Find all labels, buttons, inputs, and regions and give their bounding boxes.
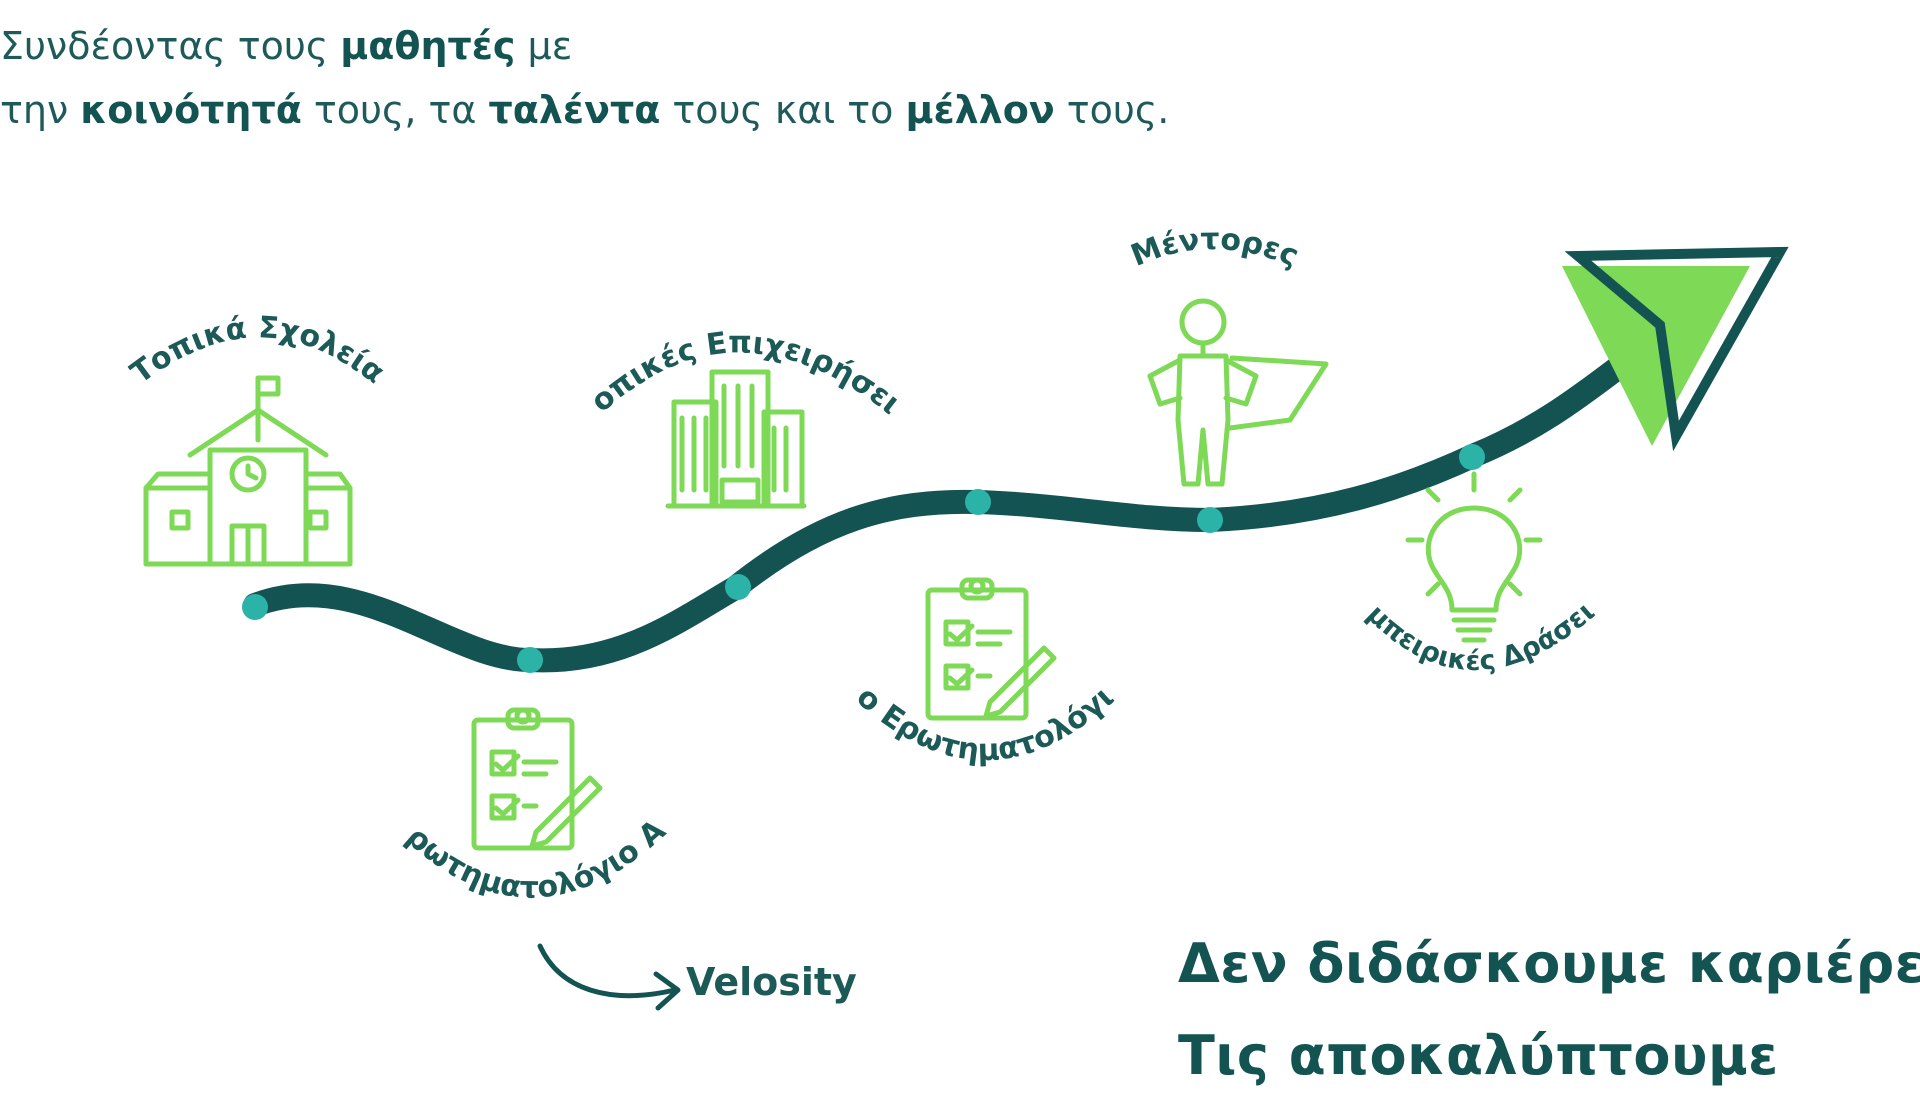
intro-line-2: την κοινότητά τους, τα ταλέντα τους και …	[0, 88, 1170, 132]
lightbulb-icon	[1405, 471, 1543, 643]
path-dot	[965, 489, 991, 515]
path-dot	[725, 574, 751, 600]
path-dot	[1197, 507, 1223, 533]
buildings-icon	[665, 369, 807, 509]
arrow-head-icon	[1562, 246, 1789, 452]
clipboard-icon	[471, 707, 603, 851]
clipboard-icon	[925, 577, 1057, 721]
label-mentors: Μέντορες	[1126, 222, 1303, 275]
velosity-arrow-icon	[537, 943, 681, 1011]
school-icon	[143, 375, 353, 567]
intro-text: Συνδέοντας τους μαθητές με την κοινότητά…	[0, 14, 1169, 142]
journey-path	[243, 333, 1662, 673]
path-dot	[517, 647, 543, 673]
hero-icon	[1147, 298, 1329, 487]
intro-line-1: Συνδέοντας τους μαθητές με	[0, 24, 573, 68]
tagline: Δεν διδάσκουμε καριέρες Τις αποκαλύπτουμ…	[1178, 918, 1920, 1102]
tagline-line-1: Δεν διδάσκουμε καριέρες	[1178, 932, 1920, 995]
velosity-label: Velosity	[686, 960, 857, 1004]
path-dot	[242, 594, 268, 620]
path-dot	[1459, 444, 1485, 470]
tagline-line-2: Τις αποκαλύπτουμε	[1178, 1024, 1779, 1087]
